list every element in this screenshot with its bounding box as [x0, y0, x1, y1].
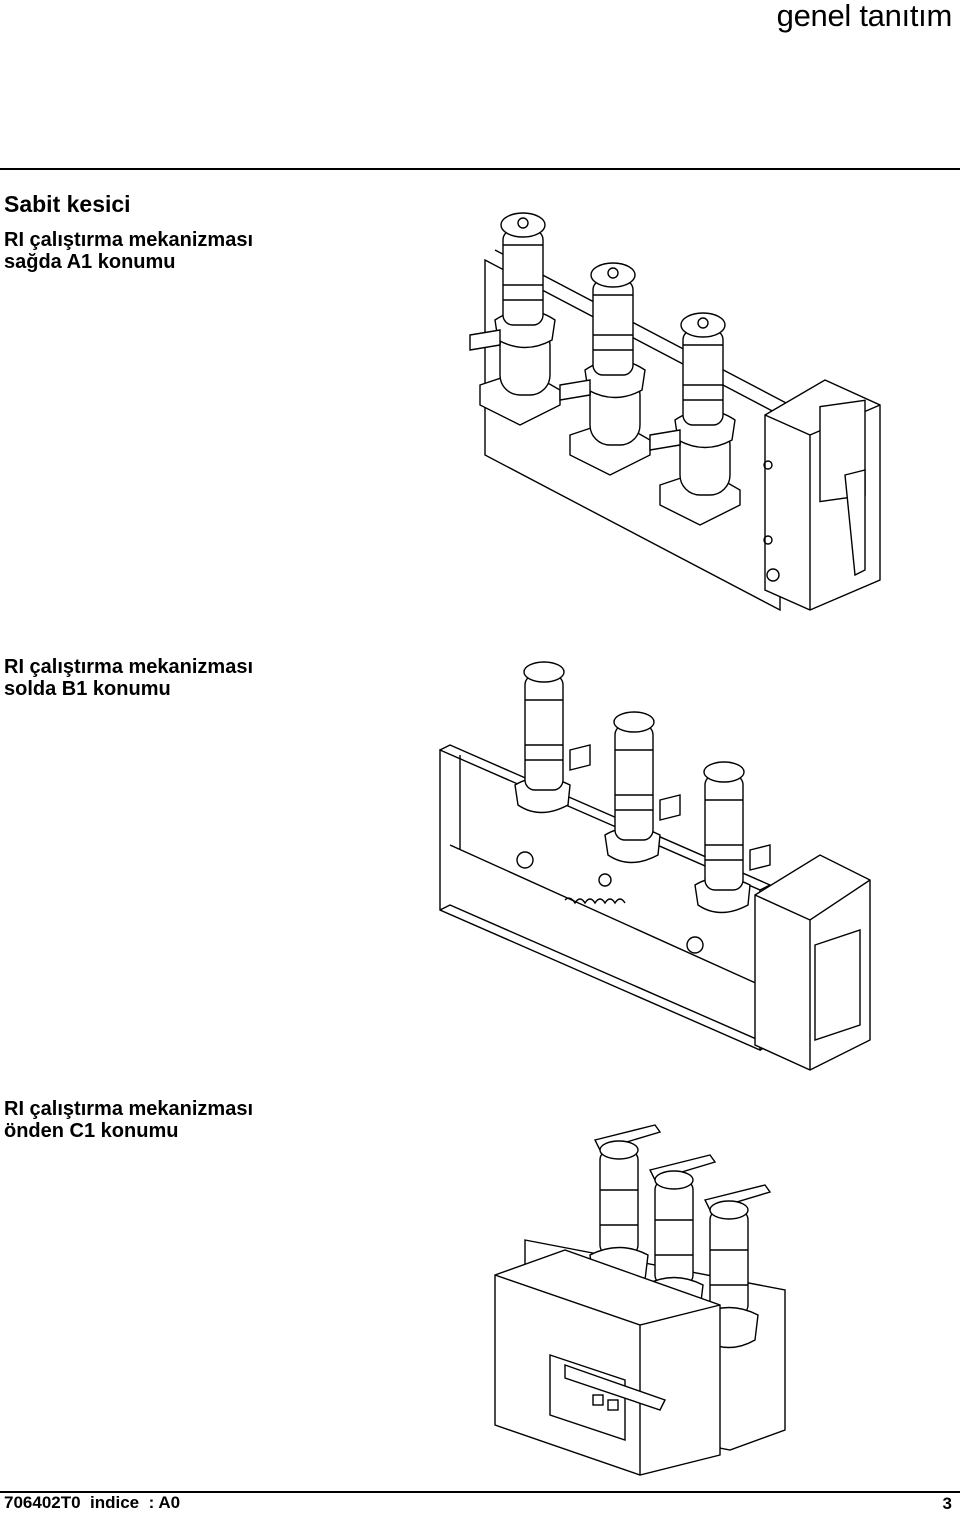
section-title: Sabit kesici [4, 191, 131, 217]
figure-1-caption-line1: RI çalıştırma mekanizması [4, 229, 254, 251]
figure-3-caption-line1: RI çalıştırma mekanizması [4, 1098, 254, 1120]
footer-page-number: 3 [942, 1494, 952, 1513]
footer-doc-reference: 706402T0 indice : A0 [4, 1493, 181, 1512]
figure-2-caption-line2: solda B1 konumu [4, 678, 171, 700]
figure-2-caption: RI çalıştırma mekanizması solda B1 konum… [4, 656, 253, 700]
figure-2-drawing [430, 655, 890, 1075]
header-divider [0, 168, 960, 170]
figure-2-caption-line1: RI çalıştırma mekanizması [4, 656, 254, 678]
figure-1-caption-line2: sağda A1 konumu [4, 251, 176, 273]
page-header-title: genel tanıtım [776, 0, 953, 33]
figure-3-drawing [490, 1110, 810, 1480]
figure-3-caption-line2: önden C1 konumu [4, 1120, 179, 1142]
figure-1-caption: RI çalıştırma mekanizması sağda A1 konum… [4, 229, 253, 273]
figure-3-caption: RI çalıştırma mekanizması önden C1 konum… [4, 1098, 253, 1142]
footer-divider [0, 1491, 960, 1493]
figure-1-drawing [440, 190, 900, 620]
